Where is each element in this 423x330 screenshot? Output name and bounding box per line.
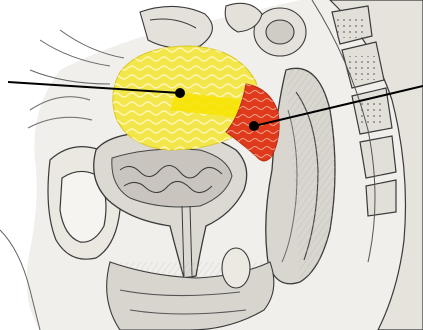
left-pointer-dot — [175, 88, 185, 98]
right-pointer-dot — [249, 121, 259, 131]
